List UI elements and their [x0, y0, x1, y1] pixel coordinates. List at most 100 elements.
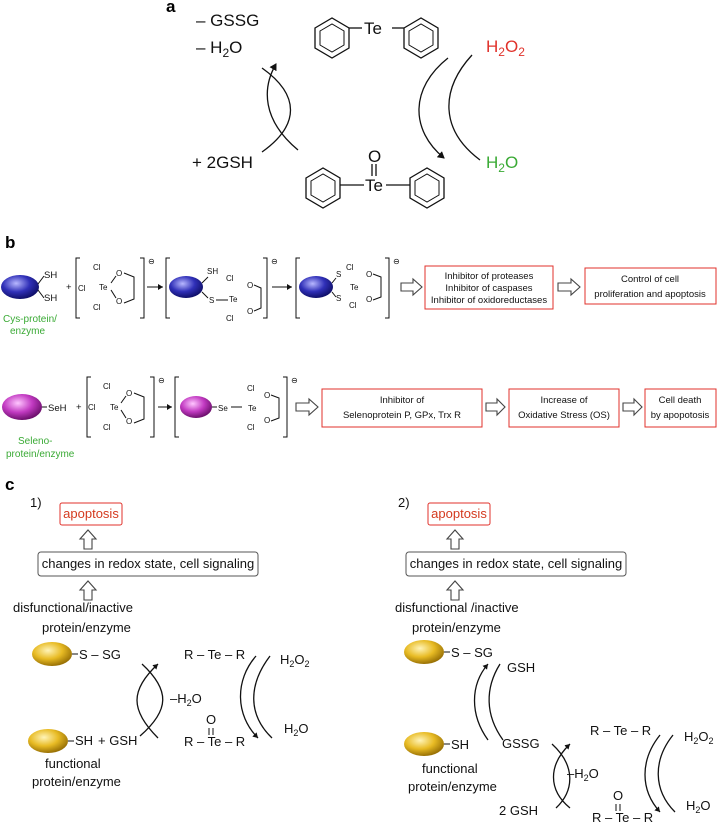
h2o-c2: H2O [686, 798, 711, 815]
redox-box-2 [405, 551, 627, 577]
svg-text:O: O [366, 295, 372, 304]
svg-text:S: S [336, 270, 341, 279]
hollow-arrow-b5 [622, 397, 643, 417]
hollow-arrow-b3 [295, 397, 319, 417]
c2-mid-branch [552, 743, 571, 809]
box-control [584, 267, 717, 305]
functional-2-line1: functional [422, 761, 478, 776]
svg-text:Cl: Cl [349, 301, 357, 310]
plus-2: + [76, 402, 82, 413]
svg-text:Cl: Cl [226, 314, 234, 323]
sh-top: SH [44, 270, 57, 281]
svg-text:Cl: Cl [93, 303, 101, 312]
c2-left-arc [473, 663, 489, 741]
rter-top-2: R – Te – R [590, 723, 651, 738]
yellow-protein-1a [32, 642, 72, 666]
yellow-protein-1b [28, 729, 68, 753]
oxygen-atom: O [368, 147, 381, 166]
svg-text:S: S [336, 294, 341, 303]
yellow-protein-2a [404, 640, 444, 664]
up-arrow-c2a [445, 529, 465, 550]
box-death-l1: Cell death [659, 395, 702, 406]
te-complex-4: ⊖ Cl Cl Cl Te O O [86, 376, 165, 438]
charge-5: ⊖ [291, 376, 298, 385]
h2o2-c2: H2O2 [684, 729, 714, 746]
panel-label-c: c [5, 475, 14, 494]
svg-text:Cl: Cl [247, 423, 255, 432]
c2-right-arc [644, 734, 661, 813]
te-complex-2: ⊖ SH S Cl Te Cl O O [165, 257, 278, 323]
svg-text:Cl: Cl [226, 274, 234, 283]
box-inhibitors-l3: Inhibitor of oxidoreductases [431, 295, 547, 306]
plus-1: + [66, 282, 72, 293]
h2o-c1: H2O [284, 721, 309, 738]
seleno-label-2: protein/enzyme [6, 449, 75, 460]
gssg-label: GSSG [502, 736, 540, 751]
two-gsh-label: 2 GSH [499, 803, 538, 818]
scheme-num-1: 1) [30, 495, 42, 510]
te-atom-top: Te [364, 19, 382, 38]
minus-h2o-c1: –H2O [170, 691, 202, 708]
sh-bottom: SH [44, 293, 57, 304]
svg-text:Cl: Cl [93, 263, 101, 272]
plus-2gsh: + 2GSH [192, 153, 253, 172]
functional-1-line1: functional [45, 756, 101, 771]
box-cell-death [644, 388, 717, 428]
c2-left-branch [488, 663, 504, 741]
box-control-l2: proliferation and apoptosis [594, 289, 706, 300]
charge-4: ⊖ [158, 376, 165, 385]
svg-text:O: O [126, 417, 132, 426]
box-seleno-l1: Inhibitor of [380, 395, 425, 406]
functional-2-line2: protein/enzyme [408, 779, 497, 794]
c2-mid-arc [551, 743, 571, 809]
redox-box-1 [37, 551, 259, 577]
box-selenoprotein [321, 388, 483, 428]
svg-text:Te: Te [99, 283, 108, 292]
svg-text:O: O [247, 307, 253, 316]
svg-text:O: O [116, 297, 122, 306]
minus-h2o-c2: –H2O [567, 766, 599, 783]
diphenyl-telluride: Te [314, 17, 439, 59]
svg-text:O: O [264, 416, 270, 425]
svg-text:Cl: Cl [103, 423, 111, 432]
h2o2-red: H2O2 [486, 37, 525, 59]
hollow-arrow-b4 [485, 397, 506, 417]
oxygen-c1: O [206, 712, 216, 727]
panel-label-a: a [166, 0, 176, 16]
te-complex-5: ⊖ Se Cl Te Cl O O [174, 376, 298, 438]
box-oxidative [508, 388, 620, 428]
left-cycle-arrow [261, 67, 292, 153]
svg-text:Cl: Cl [346, 263, 354, 272]
svg-text:O: O [116, 269, 122, 278]
svg-text:S: S [209, 296, 214, 305]
svg-text:Te: Te [229, 295, 238, 304]
h2o-green: H2O [486, 153, 518, 175]
oxygen-c2: O [613, 788, 623, 803]
disfunctional-label-1: disfunctional/inactive [13, 600, 133, 615]
te-atom-bottom: Te [365, 176, 383, 195]
minus-h2o: – H2O [196, 38, 242, 60]
apoptosis-label-2: apoptosis [431, 506, 487, 521]
box-inhibitors-l2: Inhibitor of caspases [445, 283, 532, 294]
seleno-label-1: Seleno- [18, 436, 52, 447]
cys-protein-ellipse-3 [299, 276, 333, 298]
h2o2-c1: H2O2 [280, 652, 310, 669]
up-arrow-c2b [445, 580, 465, 601]
box-oxidative-l1: Increase of [541, 395, 588, 406]
charge-1: ⊖ [148, 257, 155, 266]
charge-3: ⊖ [393, 257, 400, 266]
cys-label-2: enzyme [10, 326, 45, 337]
svg-text:O: O [264, 391, 270, 400]
apoptosis-label-1: apoptosis [63, 506, 119, 521]
cys-protein-ellipse [1, 275, 39, 299]
disfunctional-protein-2: protein/enzyme [412, 620, 501, 635]
right-cycle-arrow [418, 57, 449, 159]
seleno-protein-ellipse-2 [180, 396, 212, 418]
svg-text:O: O [247, 281, 253, 290]
seleno-protein-ellipse [2, 394, 42, 420]
svg-text:Cl: Cl [88, 403, 96, 412]
box-oxidative-l2: Oxidative Stress (OS) [518, 410, 610, 421]
svg-text:Cl: Cl [103, 382, 111, 391]
up-arrow-c1a [78, 529, 98, 550]
